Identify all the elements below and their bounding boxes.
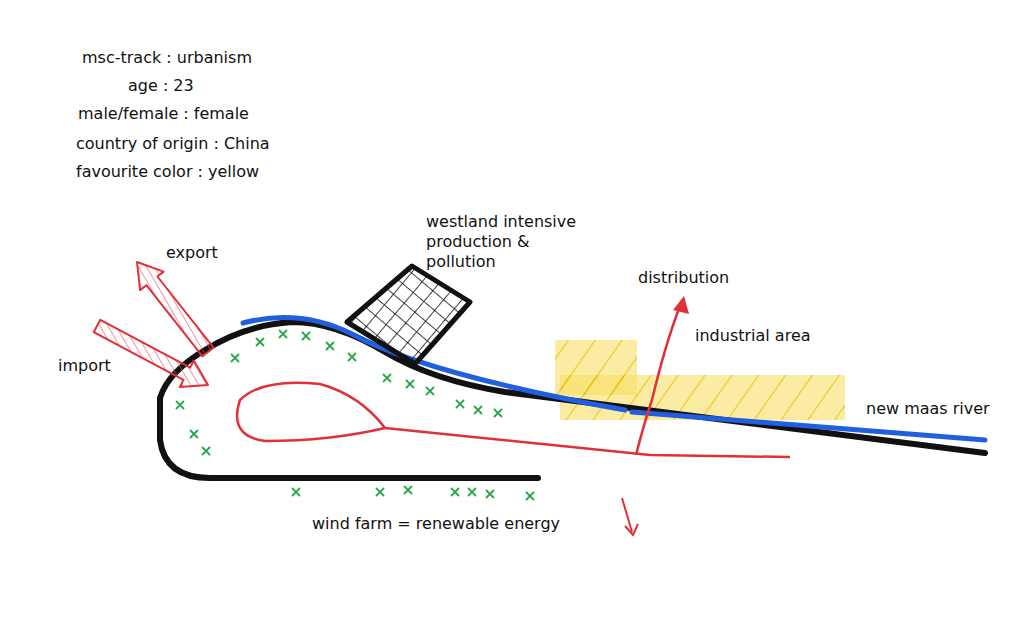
wind-mark xyxy=(494,409,502,417)
trade-arrows xyxy=(94,262,214,387)
wind-mark xyxy=(326,342,334,350)
wind-mark xyxy=(526,492,534,500)
wind-mark xyxy=(406,380,414,388)
wind-mark xyxy=(292,488,300,496)
wind-mark xyxy=(404,486,412,494)
arrow-head xyxy=(673,296,689,314)
wind-mark xyxy=(202,447,210,455)
wind-mark xyxy=(456,400,464,408)
wind-mark xyxy=(279,330,287,338)
sketch-label: favourite color : yellow xyxy=(76,162,259,182)
wind-mark xyxy=(190,430,198,438)
wind-turbine-marks xyxy=(176,330,534,500)
arrow-head xyxy=(625,524,638,535)
wind-mark xyxy=(486,490,494,498)
wind-mark xyxy=(468,488,476,496)
sketch-label: country of origin : China xyxy=(76,134,270,154)
wind-mark xyxy=(451,488,459,496)
wind-mark xyxy=(302,332,310,340)
westland-block xyxy=(347,266,470,364)
sketch-label: msc-track : urbanism xyxy=(82,48,252,68)
sketch-label: distribution xyxy=(638,268,729,288)
wind-mark xyxy=(376,488,384,496)
wind-mark xyxy=(348,353,356,361)
sketch-label: industrial area xyxy=(695,326,811,346)
wind-mark xyxy=(256,338,264,346)
wind-mark xyxy=(383,374,391,382)
sketch-label: import xyxy=(58,356,111,376)
sketch-label: westland intensive production & pollutio… xyxy=(426,212,594,272)
wind-mark xyxy=(176,401,184,409)
sketch-label: new maas river xyxy=(866,399,990,419)
red-network xyxy=(237,383,790,457)
sketch-label: male/female : female xyxy=(78,104,249,124)
trade-arrow xyxy=(137,262,214,356)
sketch-label: age : 23 xyxy=(128,76,194,96)
sketch-label: export xyxy=(166,243,218,263)
distribution-arrow xyxy=(636,306,680,455)
wind-mark xyxy=(474,406,482,414)
trade-arrow xyxy=(94,320,208,387)
sketch-label: wind farm = renewable energy xyxy=(312,514,560,534)
wind-mark xyxy=(426,387,434,395)
industrial-band xyxy=(555,340,845,420)
wind-mark xyxy=(231,354,239,362)
